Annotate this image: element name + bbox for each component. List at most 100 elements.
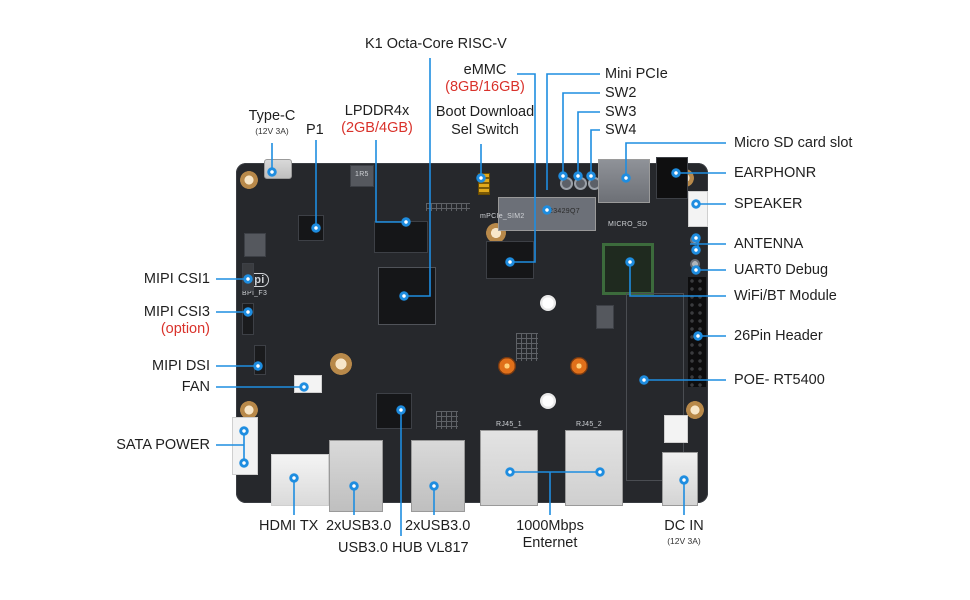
dot-sata-1: [239, 426, 249, 436]
wifi-bt-module: [602, 243, 654, 295]
label-boot-2: Sel Switch: [451, 122, 519, 138]
leader-sw2: [562, 92, 600, 174]
hdmi-port: [271, 454, 329, 506]
label-type-c-note: (12V 3A): [255, 126, 289, 136]
dot-hdmi: [289, 473, 299, 483]
label-fan: FAN: [181, 379, 210, 395]
label-dc-in: DC IN: [664, 518, 704, 534]
label-p1: P1: [306, 122, 324, 138]
dot-sw3: [573, 171, 583, 181]
mount-hole: [686, 401, 704, 419]
rj45-2-silkscreen: RJ45_2: [576, 421, 602, 428]
dot-header: [693, 331, 703, 341]
dot-lpddr: [401, 217, 411, 227]
leader-wifi: [629, 262, 726, 297]
label-sw2: SW2: [605, 85, 637, 101]
rj45-1-silkscreen: RJ45_1: [496, 421, 522, 428]
dot-poe: [639, 375, 649, 385]
dot-dc: [679, 475, 689, 485]
label-sata: SATA POWER: [116, 437, 210, 453]
inductor: 1R5: [350, 165, 374, 187]
dot-antenna-1: [691, 233, 701, 243]
label-hdmi: HDMI TX: [259, 518, 319, 534]
dc-in-jack: [662, 452, 698, 506]
dot-eth-2: [595, 467, 605, 477]
leader-sd: [625, 142, 726, 178]
label-speaker: SPEAKER: [734, 196, 803, 212]
dot-csi1: [243, 274, 253, 284]
leader-sw4: [590, 129, 600, 174]
label-sw3: SW3: [605, 104, 637, 120]
label-earphone: EARPHONR: [734, 165, 817, 181]
label-boot-1: Boot Download: [435, 104, 535, 120]
mount-pad: [540, 393, 556, 409]
label-csi3: MIPI CSI3: [143, 304, 210, 320]
inductor-label: 1R5: [355, 171, 369, 178]
label-mini-pcie: Mini PCIe: [605, 66, 668, 82]
earphone-jack: [656, 157, 688, 199]
mount-pad: [540, 295, 556, 311]
dot-mini-pcie: [542, 205, 552, 215]
label-k1: K1 Octa-Core RISC-V: [365, 36, 507, 52]
label-emmc-size: (8GB/16GB): [445, 79, 525, 95]
label-usb-b: 2xUSB3.0: [405, 518, 471, 534]
emmc-chip: [486, 241, 534, 279]
usb3-port-a: [329, 440, 383, 512]
label-type-c: Type-C: [248, 108, 296, 124]
dot-wifi: [625, 257, 635, 267]
dot-usb-a: [349, 481, 359, 491]
dot-usb-b: [429, 481, 439, 491]
label-eth-2: Enternet: [522, 535, 578, 551]
power-connector: [664, 415, 688, 443]
model-silkscreen: BPI_F3: [242, 290, 268, 297]
label-sw4: SW4: [605, 122, 637, 138]
dot-emmc: [505, 257, 515, 267]
lpddr-chip: [374, 221, 428, 253]
leader-sata: [216, 431, 245, 463]
dot-antenna-2: [691, 245, 701, 255]
label-eth-1: 1000Mbps: [516, 518, 584, 534]
label-dc-in-note: (12V 3A): [667, 536, 701, 546]
dot-sw2: [558, 171, 568, 181]
poe-region: [626, 293, 684, 481]
dot-csi3: [243, 307, 253, 317]
label-lpddr: LPDDR4x: [344, 103, 410, 119]
label-csi1: MIPI CSI1: [143, 271, 210, 287]
inductor: [596, 305, 614, 329]
antenna-pad: [498, 357, 516, 375]
leader-mini-pcie: [546, 73, 600, 190]
label-poe: POE- RT5400: [734, 372, 825, 388]
usb3-port-b: [411, 440, 465, 512]
dot-fan: [299, 382, 309, 392]
usb-hub-chip: [376, 393, 412, 429]
label-wifi: WiFi/BT Module: [734, 288, 837, 304]
label-antenna: ANTENNA: [734, 236, 804, 252]
component-grid: [426, 203, 470, 211]
dot-sw4: [586, 171, 596, 181]
label-uart: UART0 Debug: [734, 262, 829, 278]
rj45-port-2: [565, 430, 623, 506]
label-usb-a: 2xUSB3.0: [326, 518, 392, 534]
label-emmc: eMMC: [463, 62, 507, 78]
dot-hub: [396, 405, 406, 415]
mount-hole: [330, 353, 352, 375]
micro-sd-silkscreen: MICRO_SD: [608, 221, 648, 228]
label-micro-sd: Micro SD card slot: [734, 135, 853, 151]
antenna-connector: [690, 259, 700, 269]
dot-eth-1: [505, 467, 515, 477]
dot-speaker: [691, 199, 701, 209]
leader-eth: [510, 471, 600, 515]
dot-k1: [399, 291, 409, 301]
component-grid: [436, 411, 458, 429]
component-grid: [516, 333, 538, 361]
mount-hole: [240, 171, 258, 189]
pcie-silkscreen: 23429Q7: [549, 208, 580, 215]
label-csi3-note: (option): [160, 321, 210, 337]
leader-emmc: [510, 73, 536, 263]
label-header: 26Pin Header: [734, 328, 823, 344]
dot-sd: [621, 173, 631, 183]
dot-p1: [311, 223, 321, 233]
dot-type-c: [267, 167, 277, 177]
